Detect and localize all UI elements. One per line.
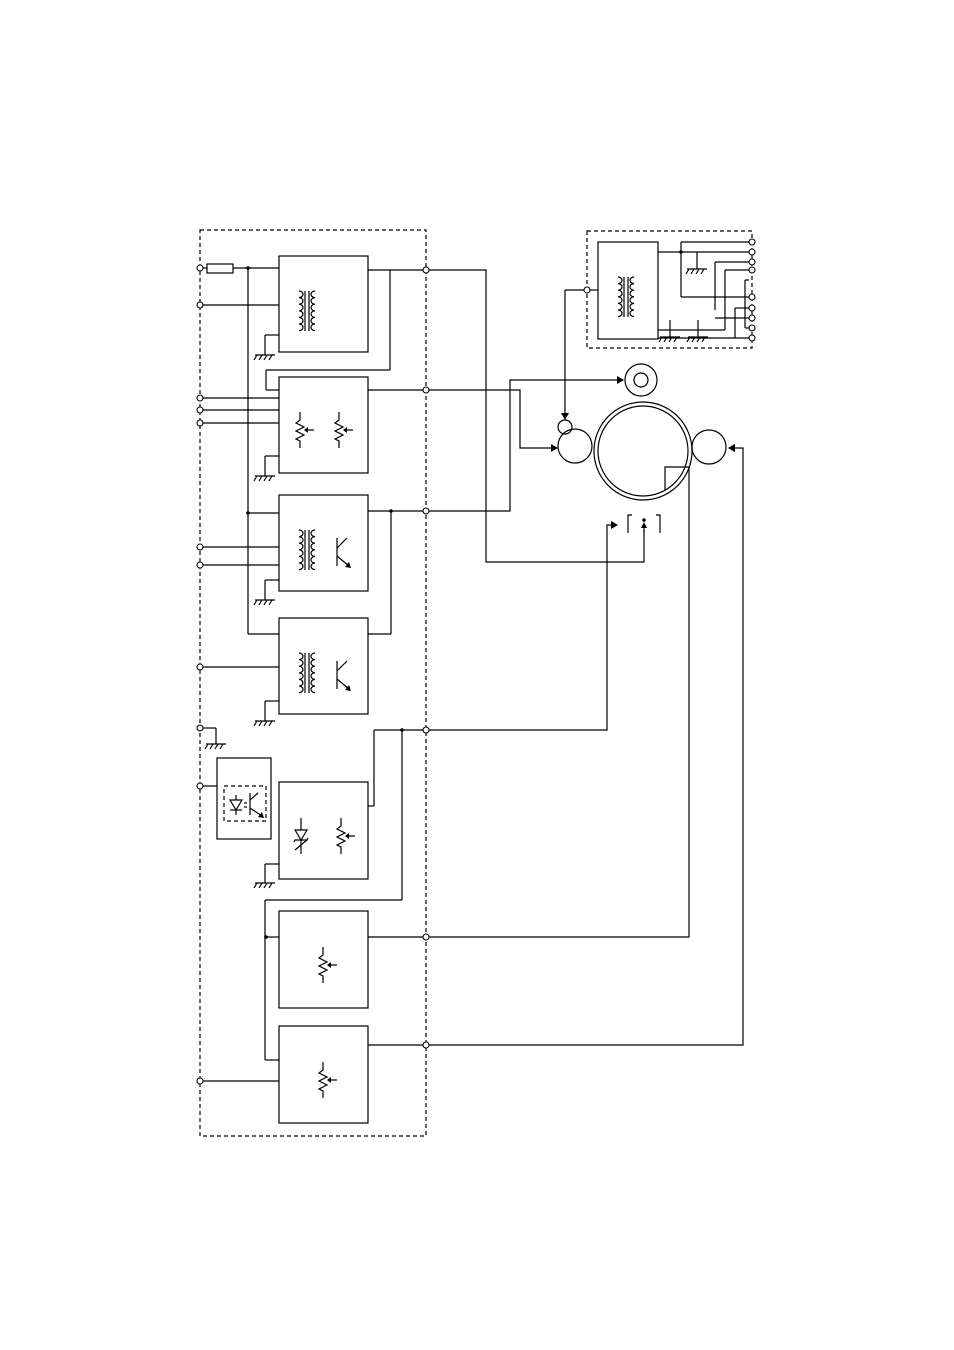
photocoupler — [217, 758, 271, 839]
ground-icon — [254, 469, 275, 481]
input-terminals — [197, 264, 279, 1084]
ground-icon — [254, 714, 275, 726]
separator-pin — [628, 515, 660, 533]
block-1 — [254, 256, 423, 390]
block-5 — [254, 728, 423, 1060]
external-transformer-unit — [561, 231, 755, 420]
block-7 — [265, 1026, 423, 1123]
ground-icon — [254, 593, 275, 605]
photosensitive-drum — [594, 402, 692, 500]
ground-icon — [687, 330, 708, 342]
ground-icon — [659, 330, 680, 342]
ground-icon — [686, 262, 707, 274]
block-6 — [264, 911, 423, 1008]
ground-icon — [254, 348, 275, 360]
cleaning-roller — [625, 364, 657, 396]
resistor-icon — [207, 264, 233, 273]
ground-icon — [254, 876, 275, 888]
transfer-roller — [692, 430, 726, 464]
block-2 — [254, 377, 423, 481]
drum-assembly — [558, 364, 726, 533]
block-3 — [254, 495, 423, 634]
